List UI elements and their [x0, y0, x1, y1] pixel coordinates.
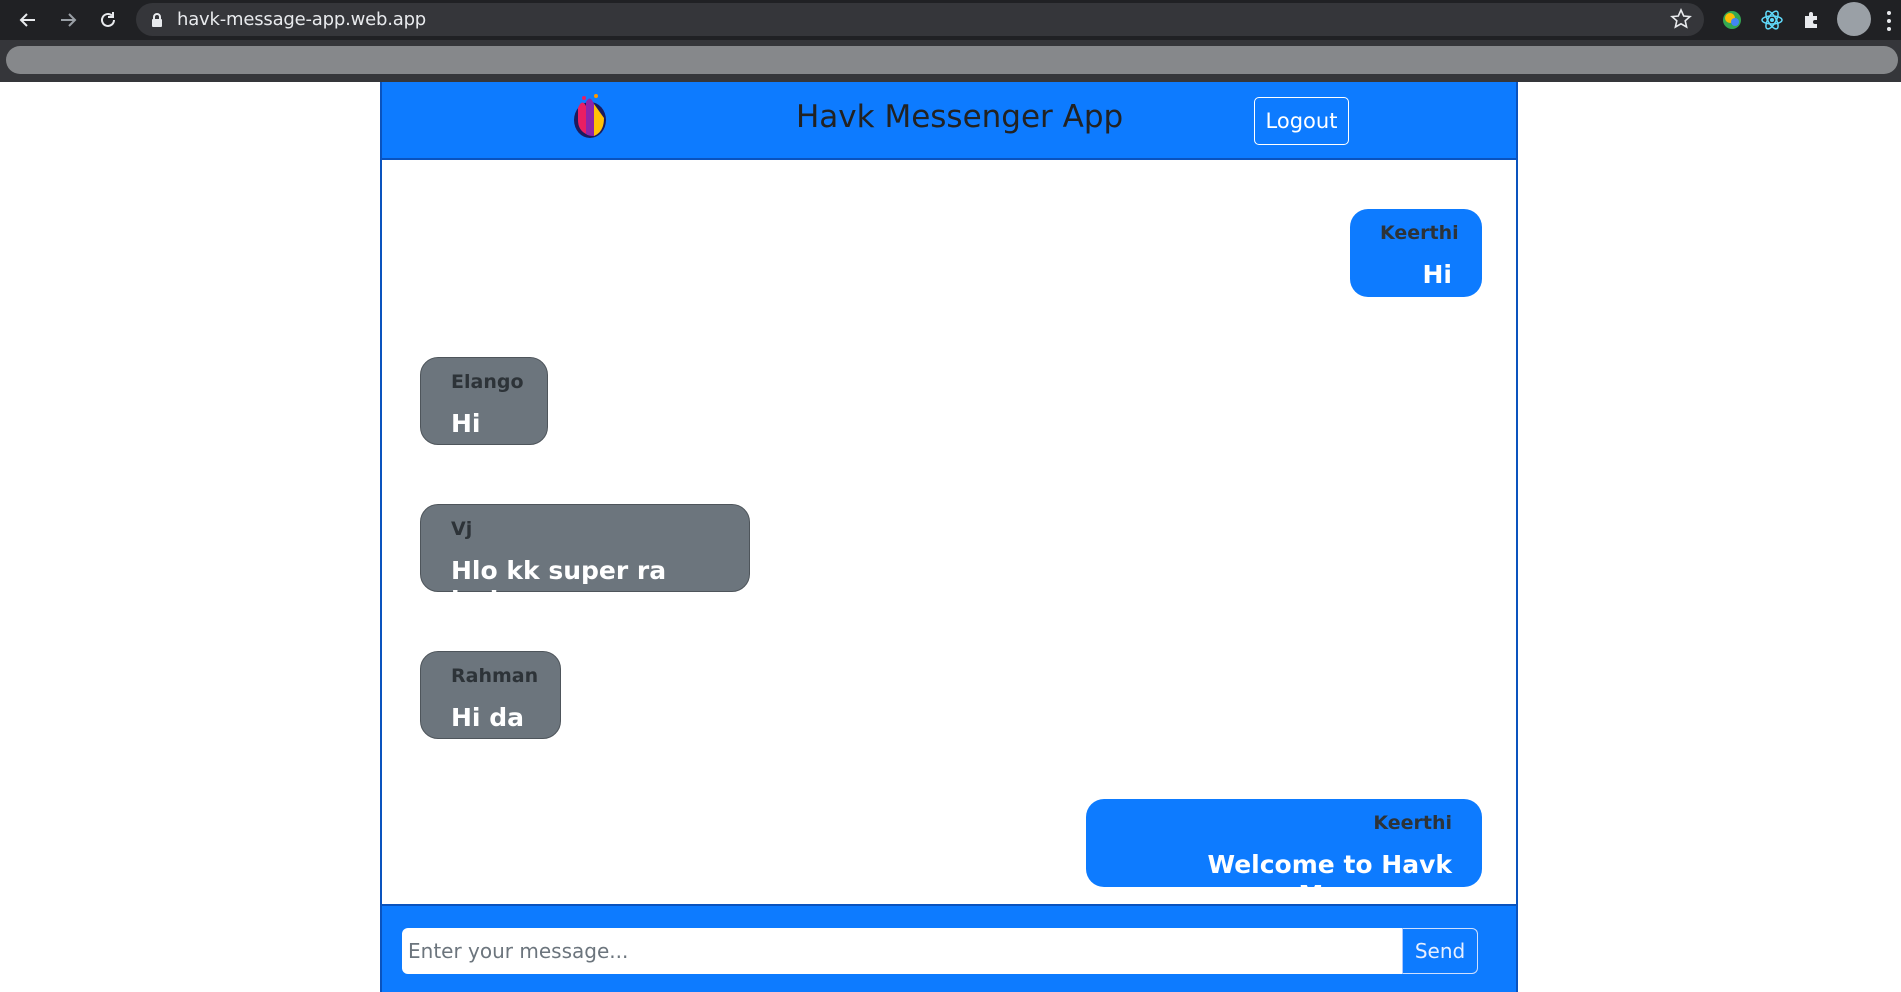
message-bubble: Rahman Hi da	[420, 651, 561, 739]
message-text: Hi	[451, 409, 481, 438]
url-text: havk-message-app.web.app	[177, 9, 427, 30]
messenger-app: Havk Messenger App Logout Keerthi Hi Ela…	[380, 82, 1518, 992]
lock-icon	[152, 13, 162, 27]
message-list: Keerthi Hi Elango Hi Vj Hlo kk super ra …	[382, 160, 1516, 909]
bookmarks-bar	[0, 40, 1901, 82]
react-devtools-icon[interactable]	[1760, 8, 1784, 32]
send-button[interactable]: Send	[1402, 928, 1478, 974]
message-text: Hi	[1422, 260, 1453, 289]
message-text: Hlo kk super ra irukuuu	[451, 556, 667, 615]
menu-kebab-icon[interactable]	[1886, 10, 1892, 32]
reload-icon[interactable]	[92, 4, 124, 36]
app-logo-icon	[574, 94, 606, 138]
message-bubble: Keerthi Hi	[1350, 209, 1482, 297]
browser-toolbar: havk-message-app.web.app	[0, 0, 1901, 40]
bookmarks-strip	[6, 46, 1898, 74]
message-bubble: Keerthi Welcome to Havk Messenger	[1086, 799, 1482, 909]
back-icon[interactable]	[12, 4, 44, 36]
bookmark-star-icon[interactable]	[1670, 8, 1692, 30]
message-input[interactable]	[402, 928, 1402, 974]
message-bubble: Vj Hlo kk super ra irukuuu	[420, 504, 750, 615]
message-author: Rahman	[451, 665, 539, 687]
message-bubble: Elango Hi	[420, 357, 548, 445]
forward-icon[interactable]	[52, 4, 84, 36]
message-author: Keerthi	[1380, 222, 1459, 244]
message-composer: Send	[382, 904, 1516, 992]
logout-button[interactable]: Logout	[1254, 97, 1349, 145]
message-author: Elango	[451, 371, 524, 393]
address-bar[interactable]: havk-message-app.web.app	[136, 3, 1704, 36]
message-author: Vj	[451, 518, 473, 540]
extensions-puzzle-icon[interactable]	[1800, 8, 1824, 32]
app-header: Havk Messenger App Logout	[382, 82, 1516, 160]
profile-avatar[interactable]	[1837, 2, 1871, 36]
message-text: Hi da	[451, 703, 524, 732]
message-text: Welcome to Havk Messenger	[1207, 850, 1452, 909]
app-title: Havk Messenger App	[796, 99, 1124, 135]
extension-icon[interactable]	[1720, 8, 1744, 32]
message-author: Keerthi	[1373, 812, 1452, 834]
